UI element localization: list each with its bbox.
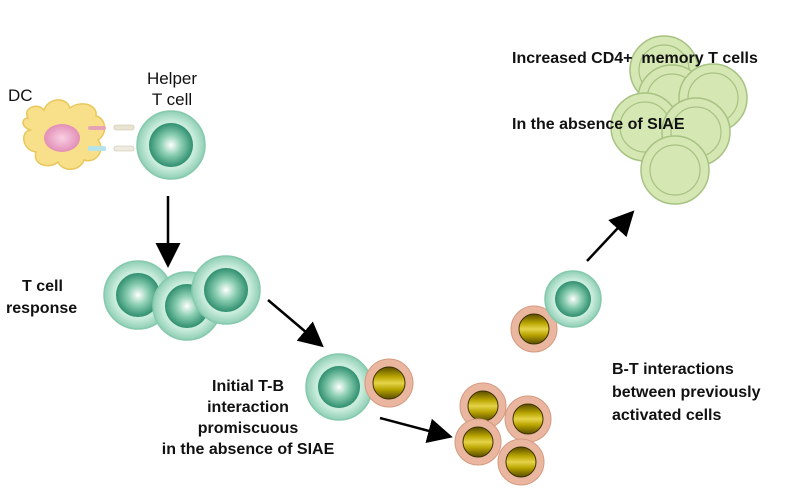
helper-t-cell xyxy=(136,110,206,180)
label-bt-interactions: B-T interactions between previously acti… xyxy=(612,358,761,427)
memory-t-cell-cluster xyxy=(610,35,748,205)
label-response-line-1: T cell xyxy=(22,278,63,295)
b-cell xyxy=(454,418,502,466)
receptor-complex xyxy=(88,124,135,152)
b-cell xyxy=(504,395,552,443)
label-helper-line-2: T cell xyxy=(151,90,193,109)
t-cell xyxy=(191,255,261,325)
b-cell xyxy=(364,358,414,408)
costim-receptor xyxy=(113,145,135,152)
label-initial-tb: Initial T-B interaction promiscuous in t… xyxy=(130,376,366,460)
arrow-to-memory xyxy=(586,210,635,262)
mhc-molecule xyxy=(88,126,106,130)
b-cell xyxy=(497,438,545,486)
label-initial-line-2: interaction xyxy=(207,399,289,416)
arrow-to-tb xyxy=(267,299,324,348)
label-helper-line-1: Helper xyxy=(146,69,198,88)
label-bt-line-2: between previously xyxy=(612,384,761,401)
initial-tb-pair xyxy=(305,353,414,421)
arrow-to-b-cluster xyxy=(379,416,453,443)
b-cell xyxy=(459,382,507,430)
t-cell xyxy=(305,353,373,421)
label-response-line-2: response xyxy=(6,300,78,317)
label-t-cell-response: T cell response xyxy=(6,276,77,320)
b-cell-cluster xyxy=(454,382,552,486)
costim-ligand xyxy=(88,146,106,151)
activated-bt-pair xyxy=(510,270,602,353)
dendritic-cell xyxy=(22,99,106,170)
label-initial-line-3: promiscuous xyxy=(197,420,299,437)
t-cell xyxy=(544,270,602,328)
label-initial-line-1: Initial T-B xyxy=(212,378,284,395)
t-cell-response-cluster xyxy=(103,255,261,341)
label-initial-line-4: in the absence of SIAE xyxy=(161,441,335,458)
label-bt-line-3: activated cells xyxy=(612,407,722,424)
b-cell xyxy=(510,305,558,353)
t-cell-inner xyxy=(149,123,193,167)
label-increased-memory: Increased CD4+ memory T cells In the abs… xyxy=(512,4,758,180)
label-dc: DC xyxy=(8,86,33,105)
label-memory-line-1: Increased CD4+ memory T cells xyxy=(512,50,758,67)
label-helper-t-cell: Helper T cell xyxy=(134,68,210,110)
tcr-receptor xyxy=(113,124,135,131)
label-memory-line-2: In the absence of SIAE xyxy=(512,116,685,133)
memory-t-cell xyxy=(640,135,710,205)
dc-nucleus xyxy=(44,124,80,152)
label-bt-line-1: B-T interactions xyxy=(612,361,734,378)
